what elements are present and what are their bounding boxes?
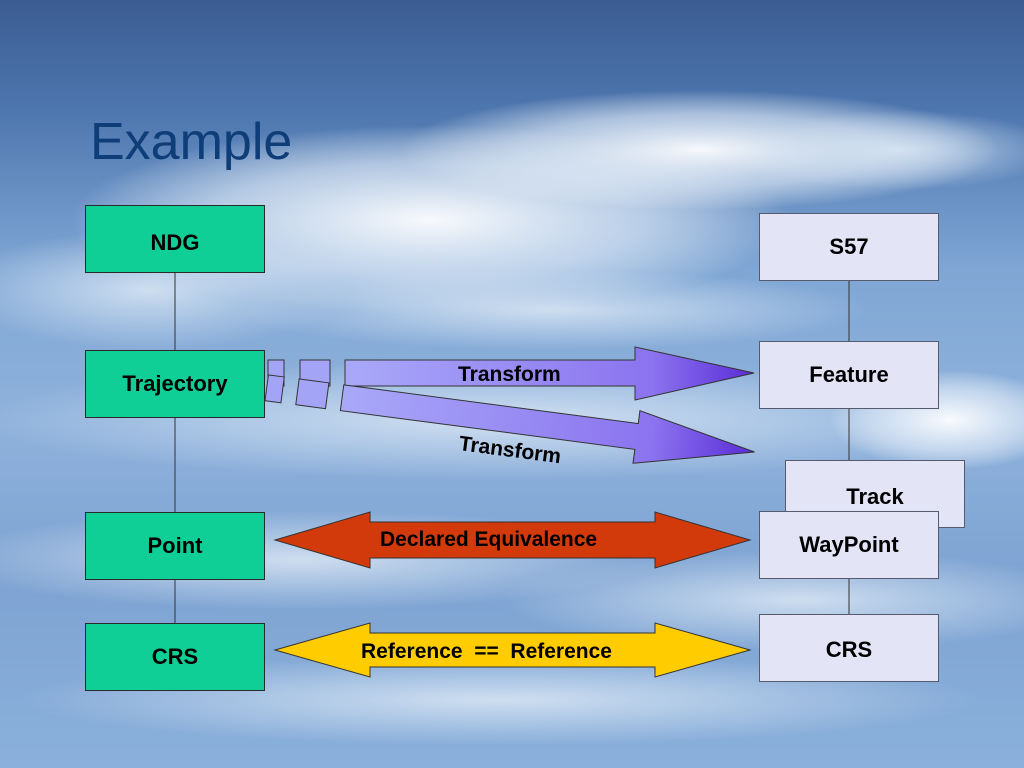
- declared-equivalence-arrow: [273, 511, 752, 569]
- ndg-box: NDG: [85, 205, 265, 273]
- track-label: Track: [846, 484, 904, 509]
- transform-label-top: Transform: [458, 363, 561, 386]
- crs-box-left: CRS: [85, 623, 265, 691]
- crs-box-right: CRS: [759, 614, 939, 682]
- feature-box: Feature: [759, 341, 939, 409]
- s57-label: S57: [829, 234, 869, 259]
- s57-box: S57: [759, 213, 939, 281]
- feature-label: Feature: [809, 362, 889, 387]
- slide-title: Example: [90, 113, 293, 171]
- waypoint-label: WayPoint: [799, 532, 899, 557]
- crs-label-left: CRS: [151, 644, 199, 669]
- waypoint-box: WayPoint: [759, 511, 939, 579]
- point-box: Point: [85, 512, 265, 580]
- trajectory-label: Trajectory: [122, 371, 228, 396]
- trajectory-box: Trajectory: [85, 350, 265, 418]
- crs-label-right: CRS: [825, 637, 873, 662]
- point-label: Point: [147, 533, 203, 558]
- reference-arrow: [273, 622, 752, 678]
- ndg-label: NDG: [150, 230, 200, 255]
- transform-arrow-bottom: [264, 374, 755, 464]
- reference-label: Reference == Reference: [361, 640, 612, 663]
- declared-equivalence-label: Declared Equivalence: [380, 528, 598, 551]
